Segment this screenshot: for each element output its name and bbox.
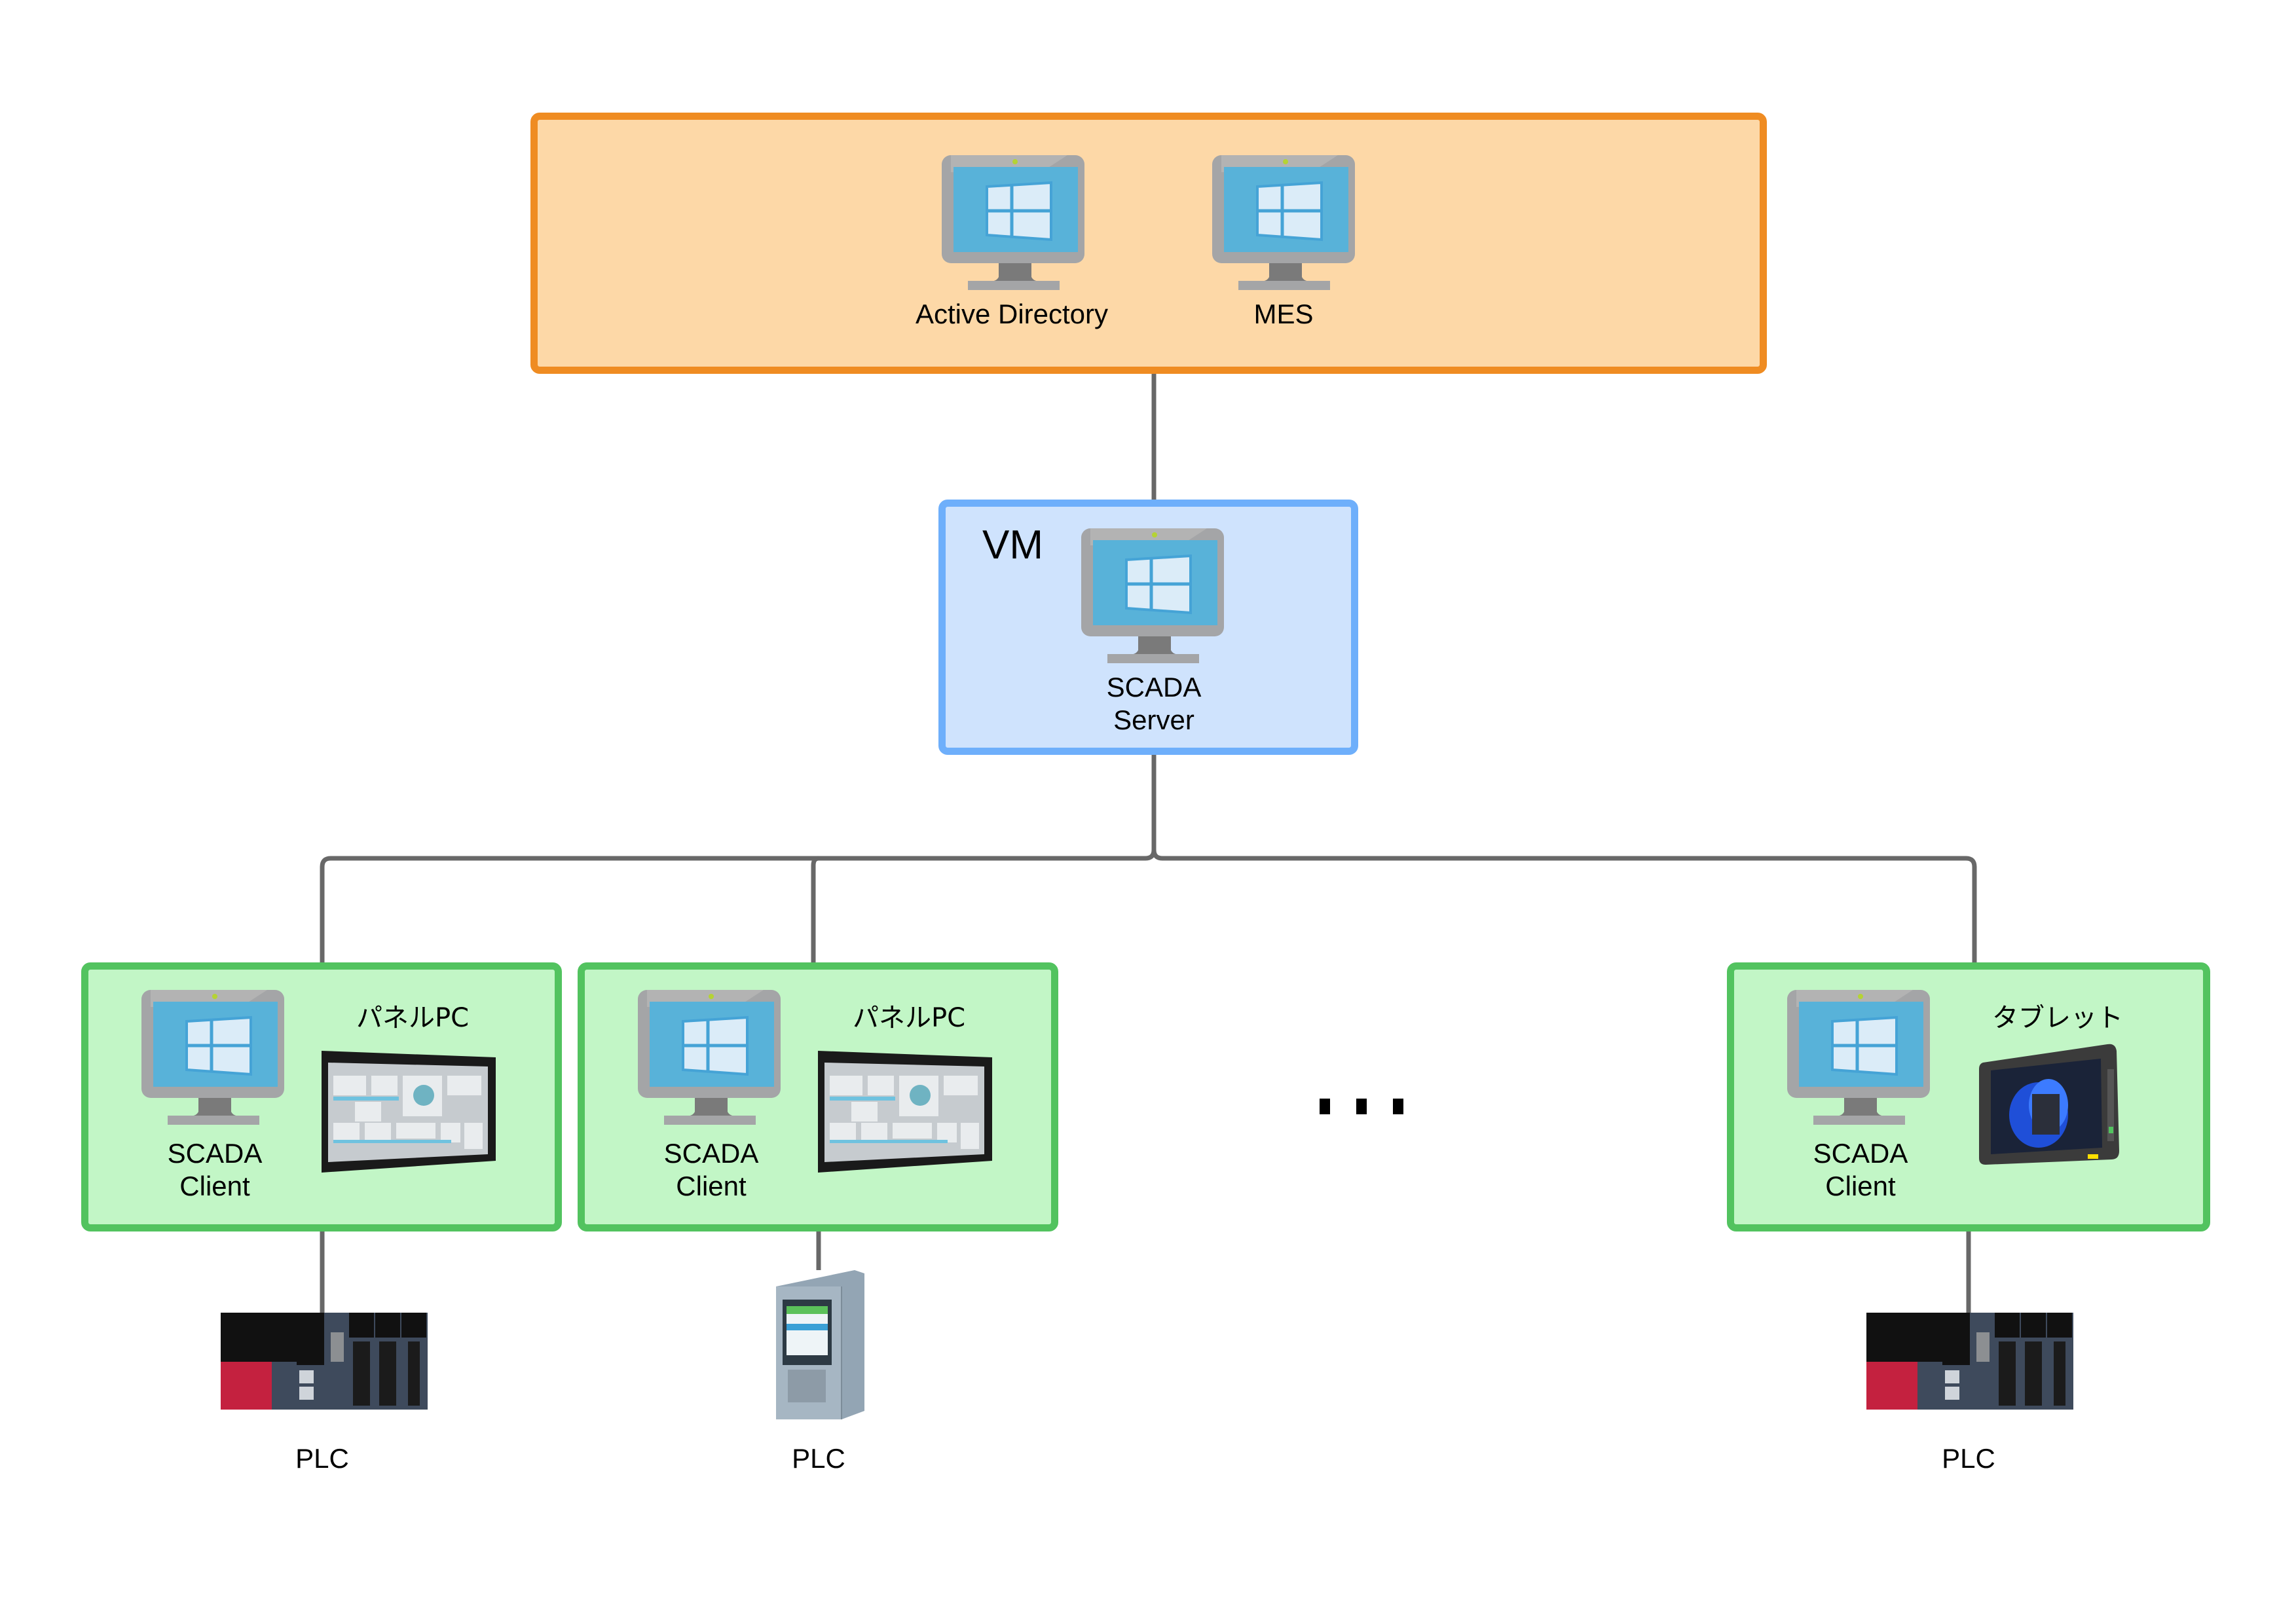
windows-pc-icon (136, 987, 287, 1126)
panel-pc-icon (815, 1049, 995, 1177)
plc-label: PLC (792, 1443, 845, 1474)
windows-pc-icon (1782, 987, 1933, 1126)
node-label-mes: MES (1253, 299, 1314, 329)
node-label-scada-server-line2: Server (1113, 704, 1194, 735)
more-clients-ellipsis (1320, 1099, 1403, 1114)
windows-pc-icon (1076, 526, 1227, 665)
device-label-tablet: タブレット (1992, 1003, 2123, 1033)
device-label-panel-pc: パネルPC (852, 1003, 966, 1033)
plc-label: PLC (295, 1443, 349, 1474)
panel-pc-icon (319, 1049, 499, 1177)
windows-pc-icon (1207, 153, 1358, 291)
client-label-line1: SCADA (1813, 1138, 1908, 1169)
plc-rack-icon (1860, 1313, 2076, 1414)
plc-label: PLC (1942, 1443, 1995, 1474)
plc-rack-icon (214, 1313, 430, 1414)
node-label-active-directory: Active Directory (915, 299, 1109, 329)
client-label-line2: Client (676, 1171, 747, 1201)
windows-pc-icon (936, 153, 1087, 291)
vm-title: VM (982, 522, 1043, 568)
client-label-line2: Client (1825, 1171, 1896, 1201)
client-label-line2: Client (179, 1171, 250, 1201)
connector-bus-right (1151, 849, 1977, 962)
connector-bus-mid (811, 856, 819, 962)
device-label-panel-pc: パネルPC (356, 1003, 470, 1033)
plc-compact-icon (769, 1270, 868, 1424)
tablet-icon (1976, 1043, 2127, 1177)
enterprise-zone (530, 113, 1767, 374)
client-label-line1: SCADA (167, 1138, 263, 1169)
windows-pc-icon (633, 987, 783, 1126)
connector-bus-left (320, 849, 1157, 962)
node-label-scada-server-line1: SCADA (1106, 672, 1202, 702)
client-label-line1: SCADA (663, 1138, 759, 1169)
